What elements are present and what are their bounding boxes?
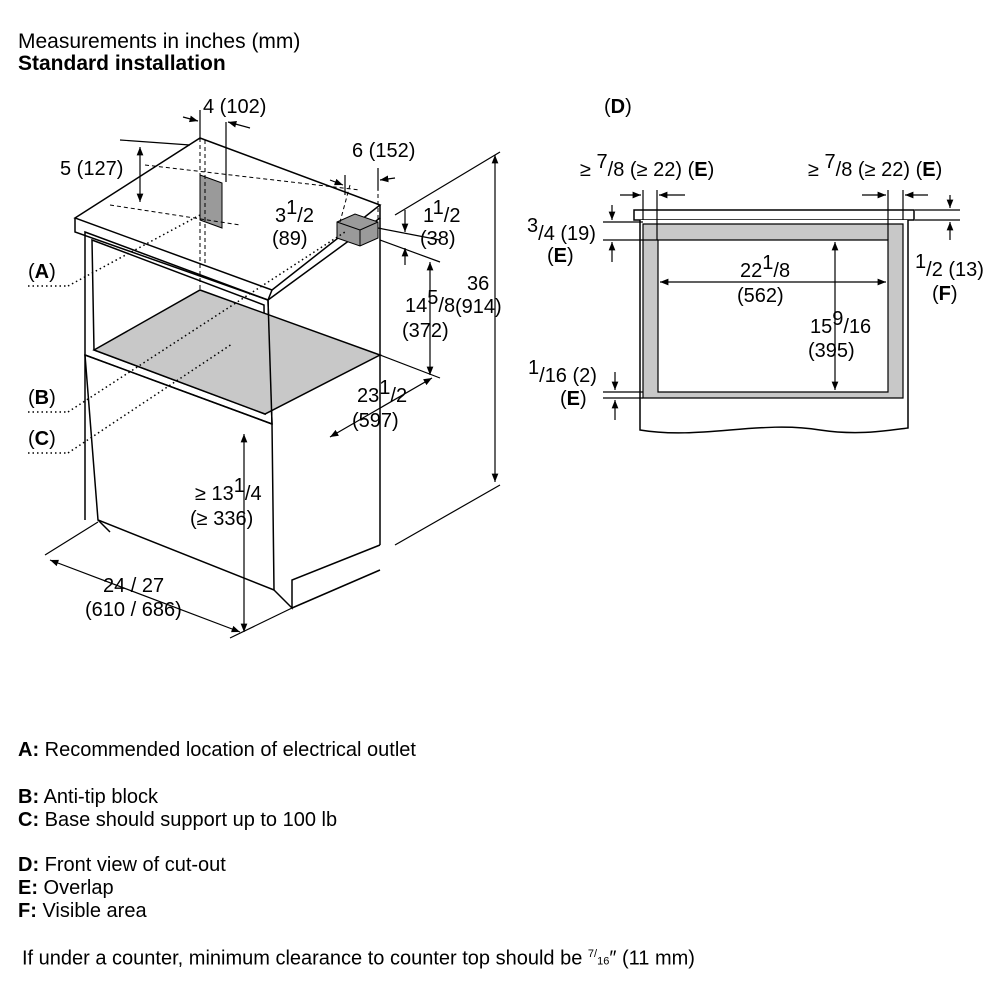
label-f: (F) bbox=[932, 283, 958, 305]
label-c: (C) bbox=[28, 428, 56, 450]
dim-base-height-mm: (≥ 336) bbox=[190, 508, 253, 530]
label-a: (A) bbox=[28, 261, 56, 283]
clearance-footnote: If under a counter, minimum clearance to… bbox=[22, 947, 695, 970]
page-title: Standard installation bbox=[18, 52, 226, 75]
dim-cutout-width: 221/8 bbox=[740, 252, 790, 282]
dim-block-height-mm: (38) bbox=[420, 228, 456, 250]
dim-cabinet-width: 24 / 27 bbox=[103, 575, 164, 597]
dim-opening-depth: 231/2 bbox=[357, 377, 407, 407]
label-e-bottom: (E) bbox=[560, 388, 587, 410]
legend-item-d: D: Front view of cut-out bbox=[18, 854, 226, 876]
dim-height-mm: (914) bbox=[455, 296, 502, 318]
dim-overlap-right: ≥ 7/8 (≥ 22) (E) bbox=[808, 151, 942, 181]
dim-depth-top: 4 (102) bbox=[203, 96, 266, 118]
dim-block-width: 31/2 bbox=[275, 197, 314, 227]
dim-top-overlap: 3/4 (19) bbox=[527, 215, 596, 245]
label-e-top: (E) bbox=[547, 245, 574, 267]
base-shelf bbox=[92, 289, 382, 415]
dim-block-height: 11/2 bbox=[423, 197, 460, 227]
dim-cutout-height: 159/16 bbox=[810, 308, 871, 338]
dim-overlap-left: ≥ 7/8 (≥ 22) (E) bbox=[580, 151, 714, 181]
legend-item-a: A: Recommended location of electrical ou… bbox=[18, 739, 416, 761]
dim-left-depth: 5 (127) bbox=[60, 158, 123, 180]
dim-bottom-overlap: 1/16 (2) bbox=[528, 357, 597, 387]
units-note: Measurements in inches (mm) bbox=[18, 30, 301, 53]
legend-item-e: E: Overlap bbox=[18, 877, 114, 899]
dim-opening-depth-mm: (597) bbox=[352, 410, 399, 432]
cabinet-drawing bbox=[73, 137, 382, 610]
dim-base-height: ≥ 131/4 bbox=[195, 475, 262, 505]
legend-item-f: F: Visible area bbox=[18, 900, 147, 922]
legend-item-b: B: Anti-tip block bbox=[18, 786, 159, 808]
cutout-front-view bbox=[633, 209, 915, 434]
dim-height-in: 36 bbox=[467, 273, 489, 295]
installation-diagram: 4 (102) 5 (127) 6 (152) 31/2 (89) 11/2 (… bbox=[28, 96, 984, 639]
label-b: (B) bbox=[28, 387, 56, 409]
dim-cutout-width-mm: (562) bbox=[737, 285, 784, 307]
electrical-outlet bbox=[199, 174, 223, 229]
anti-tip-block bbox=[336, 213, 379, 247]
dim-cutout-height-mm: (395) bbox=[808, 340, 855, 362]
dim-opening-height-mm: (372) bbox=[402, 320, 449, 342]
legend-item-c: C: Base should support up to 100 lb bbox=[18, 809, 338, 831]
label-d: (D) bbox=[604, 96, 632, 118]
dim-visible-area: 1/2 (13) bbox=[915, 251, 984, 281]
dim-block-width-mm: (89) bbox=[272, 228, 308, 250]
dim-block-offset: 6 (152) bbox=[352, 140, 415, 162]
dim-opening-height: 145/8 bbox=[405, 287, 455, 317]
overlap-frame bbox=[642, 223, 904, 399]
dim-cabinet-width-mm: (610 / 686) bbox=[85, 599, 182, 621]
